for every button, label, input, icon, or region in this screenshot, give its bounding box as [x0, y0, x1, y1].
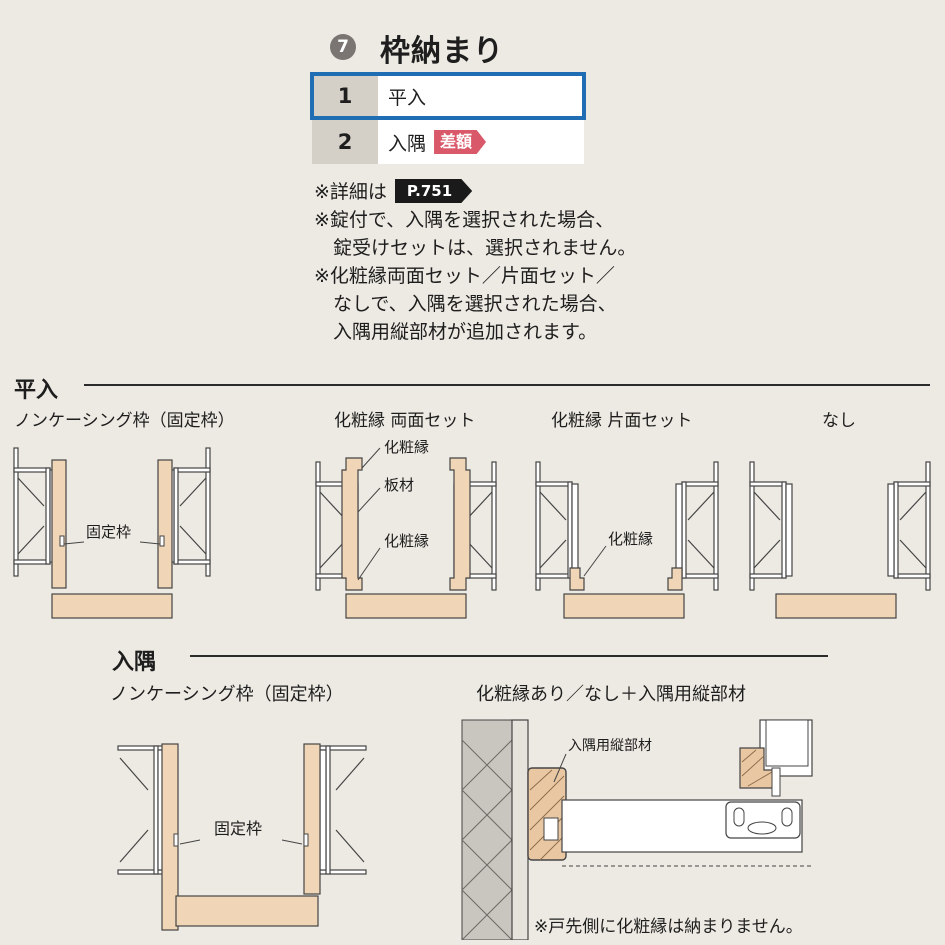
door-section: [563, 593, 685, 619]
subheading-irisumi-noncasing: ノンケーシング枠（固定枠）: [110, 684, 344, 705]
note-prefix: ※詳細は: [314, 181, 387, 203]
door-section: [175, 895, 319, 927]
page-reference-link[interactable]: P.751: [394, 179, 473, 203]
note-line: なしで、入隅を選択された場合、: [314, 293, 617, 315]
fixed-frame-left: [51, 459, 67, 589]
note-line: ※詳細は P.751: [314, 178, 636, 206]
door-section: [51, 593, 173, 619]
section-divider: [190, 655, 828, 657]
diagram-irisumi-vertical-member: 入隅用縦部材: [461, 719, 814, 940]
callout-fixed-frame: 固定枠: [214, 819, 262, 838]
note-line: 錠受けセットは、選択されません。: [314, 237, 637, 259]
callout-vertical-member: 入隅用縦部材: [568, 738, 652, 754]
hirairi-diagrams: 固定枠 化粧縁 板材 化粧縁 化粧縁: [13, 440, 931, 619]
note-line: ※錠付で、入隅を選択された場合、: [314, 209, 615, 231]
diagram-none: [749, 461, 931, 619]
option-row-hirairi[interactable]: 1 平入: [310, 72, 586, 120]
subheading-none: なし: [822, 411, 856, 431]
subheading-double-trim: 化粧縁 両面セット: [334, 411, 476, 431]
price-difference-badge: 差額: [434, 130, 487, 154]
diagram-noncasing: 固定枠: [13, 447, 211, 619]
option-label: 入隅 差額: [378, 120, 487, 164]
subheading-single-trim: 化粧縁 片面セット: [551, 411, 693, 431]
option-number: 1: [312, 74, 378, 118]
option-label: 平入: [388, 86, 427, 109]
subheading-irisumi-vertical: 化粧縁あり／なし＋入隅用縦部材: [476, 684, 746, 705]
option-row-irisumi[interactable]: 2 入隅 差額: [312, 120, 584, 164]
fixed-frame-right: [303, 743, 321, 895]
callout-trim-top: 化粧縁: [384, 440, 429, 456]
door-section: [775, 593, 897, 619]
diagram-irisumi-noncasing: 固定枠: [117, 743, 367, 931]
callout-fixed-frame: 固定枠: [86, 523, 131, 541]
diagram-single-trim: 化粧縁: [535, 461, 719, 619]
note-line: ※化粧縁両面セット／片面セット／: [314, 265, 615, 287]
option-table: 1 平入 2 入隅 差額: [310, 72, 586, 166]
section-divider: [84, 384, 930, 386]
notes-block: ※詳細は P.751 ※錠付で、入隅を選択された場合、 錠受けセットは、選択されま…: [314, 178, 636, 346]
page-title: 枠納まり: [380, 34, 504, 69]
option-number: 2: [312, 120, 378, 164]
section-heading-irisumi: 入隅: [112, 650, 157, 675]
irisumi-diagrams: 固定枠 入隅用縦部材: [117, 719, 814, 940]
footnote-irisumi: ※戸先側に化粧縁は納まりません。: [534, 917, 803, 937]
note-line: 入隅用縦部材が追加されます。: [314, 321, 598, 343]
section-number-badge: 7: [330, 34, 356, 60]
section-heading-hirairi: 平入: [14, 378, 59, 403]
callout-board: 板材: [384, 476, 414, 494]
callout-trim-bottom: 化粧縁: [384, 532, 429, 550]
door-section: [345, 593, 467, 619]
option-label-text: 入隅: [388, 132, 427, 155]
subheading-noncasing: ノンケーシング枠（固定枠）: [14, 411, 235, 431]
callout-trim-single: 化粧縁: [608, 530, 653, 548]
diagram-double-trim: 化粧縁 板材 化粧縁: [315, 440, 497, 619]
fixed-frame-right: [157, 459, 173, 589]
